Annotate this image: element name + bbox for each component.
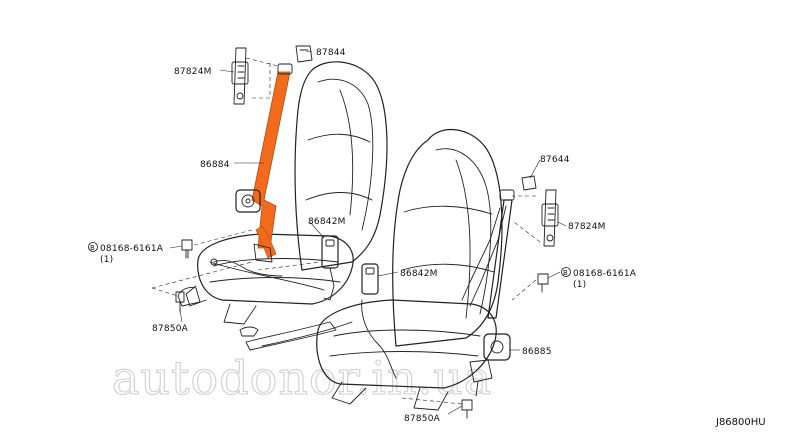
bolt-b-symbol-left [88, 242, 98, 252]
svg-text:B: B [90, 244, 95, 252]
assembly-lines [151, 57, 541, 405]
bolt-right [537, 273, 549, 293]
label-87850a-left: 87850A [152, 324, 189, 334]
label-08168-left: 08168-6161A [100, 244, 164, 254]
anchor-bolt-left [175, 291, 185, 313]
part-labels: 87844 87824M 86884 86842M B 08168-6161A … [88, 48, 766, 428]
buckle-right [361, 263, 379, 295]
height-adjuster-left [231, 47, 249, 105]
buckle-center [321, 235, 339, 301]
label-08168-right-qty: (1) [573, 280, 586, 290]
anchor-bolt-bottom [461, 399, 473, 419]
label-87850a-bottom: 87850A [404, 414, 441, 424]
label-08168-left-qty: (1) [100, 255, 113, 265]
belt-webbing-highlight [251, 71, 291, 249]
label-86842m-center: 86842M [308, 217, 346, 227]
watermark-text: autodonor.in.ua [112, 351, 492, 405]
leader-lines [169, 50, 567, 415]
label-86884: 86884 [200, 160, 230, 170]
cover-87844 [295, 45, 313, 63]
label-87824m-left: 87824M [174, 67, 212, 77]
reference-code: J86800HU [715, 417, 766, 428]
seat-belt-86884 [235, 63, 293, 263]
label-87824m-right: 87824M [568, 222, 606, 232]
label-87644: 87644 [540, 155, 570, 165]
seat-belt-86885 [461, 189, 515, 397]
label-08168-right: 08168-6161A [573, 269, 637, 279]
left-seat [177, 61, 388, 325]
cover-87644 [521, 175, 537, 191]
label-86885: 86885 [522, 347, 552, 357]
height-adjuster-right [541, 189, 559, 247]
right-seat [239, 128, 503, 411]
bolt-b-symbol-right [561, 267, 571, 277]
label-87844: 87844 [316, 48, 346, 58]
svg-text:B: B [563, 269, 568, 277]
label-86842m-right: 86842M [400, 269, 438, 279]
bolt-left [181, 239, 193, 259]
